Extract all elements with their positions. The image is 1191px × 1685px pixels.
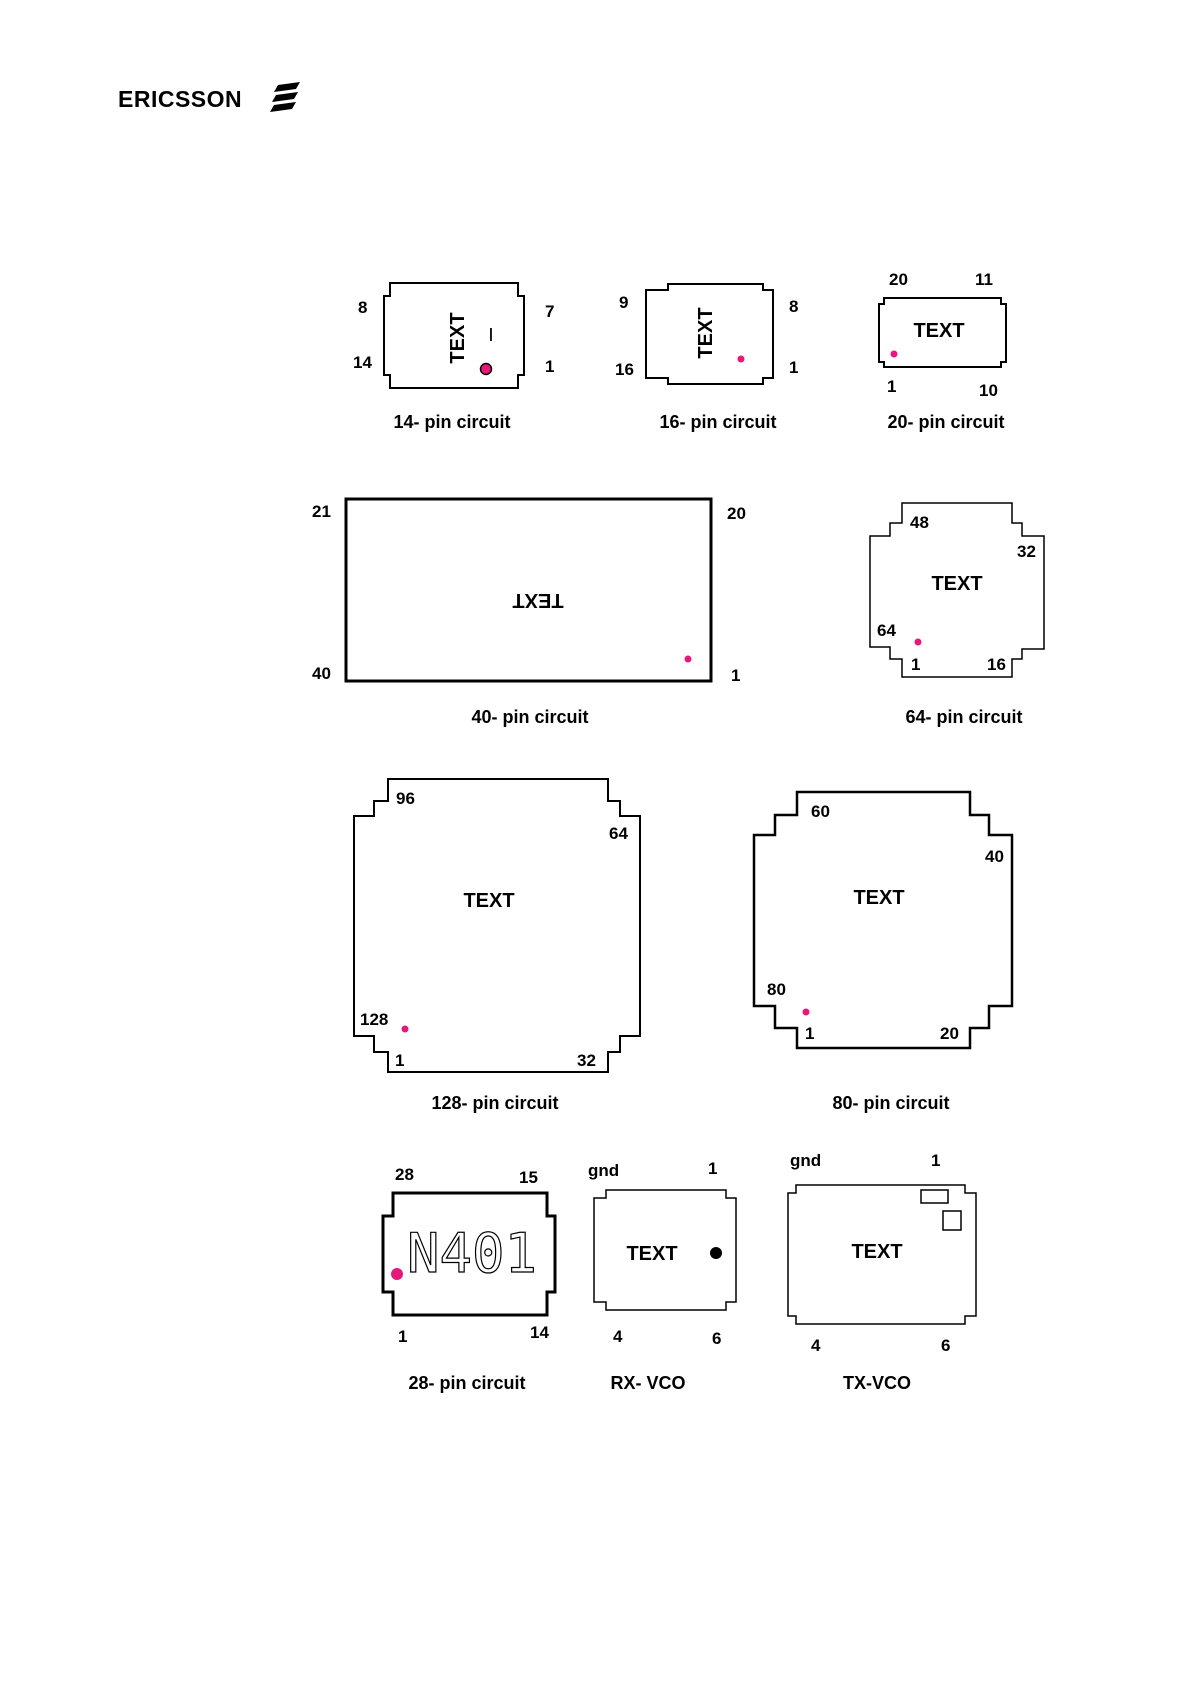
package-outline [383,282,525,389]
pin-label: 64 [609,824,628,843]
brand-name: ERICSSON [118,86,243,112]
body-text: TEXT [695,307,717,358]
pin-label: 32 [1017,542,1036,561]
pin1-marker [890,350,898,358]
package-outline [381,1191,557,1317]
ericsson-stripes-icon [270,82,300,112]
circuit-64-pin: TEXT 48 32 64 1 16 64- pin circuit [869,502,1045,727]
pin-label: 9 [619,293,628,312]
pin-label: 28 [395,1165,414,1184]
pin-label: 64 [877,621,896,640]
circuit-caption: 28- pin circuit [408,1373,525,1393]
pin-label: 8 [789,297,798,316]
circuit-20-pin: TEXT 20 11 1 10 20- pin circuit [878,270,1007,432]
pin-label: 1 [805,1024,814,1043]
circuit-caption: RX- VCO [610,1373,685,1393]
pin-label: 20 [727,504,746,523]
circuit-40-pin: TEXT 21 20 40 1 40- pin circuit [312,497,746,727]
pin-label: 20 [889,270,908,289]
pin1-marker [737,355,745,363]
pin-label: 6 [941,1336,950,1355]
pin-label: 7 [545,302,554,321]
pin1-marker [401,1025,409,1033]
pin-label: 15 [519,1168,538,1187]
circuit-caption: 16- pin circuit [659,412,776,432]
body-text: N401 [407,1222,537,1285]
circuit-28-pin: N401 28 15 1 14 28- pin circuit [381,1165,557,1393]
body-text: TEXT [626,1243,677,1265]
pin-label: gnd [588,1161,619,1180]
body-text: TEXT [913,320,964,342]
pin1-marker [391,1268,403,1280]
pin-label: 1 [911,655,920,674]
package-outline [878,297,1007,368]
circuit-caption: TX-VCO [843,1373,911,1393]
body-text: TEXT [512,589,563,611]
pin-label: 1 [887,377,896,396]
circuit-16-pin: TEXT 9 8 16 1 16- pin circuit [615,283,798,432]
circuit-caption: 80- pin circuit [832,1093,949,1113]
orientation-mark: | [489,325,493,341]
pin-label: 80 [767,980,786,999]
pin-label: 4 [811,1336,821,1355]
pin-label: 1 [931,1151,940,1170]
pin-label: 16 [615,360,634,379]
package-outline [787,1184,977,1325]
body-text: TEXT [447,312,469,363]
component-pad [942,1210,962,1231]
pin-label: 16 [987,655,1006,674]
pin1-marker [684,655,692,663]
pin-label: 128 [360,1010,388,1029]
pin-label: 40 [312,664,331,683]
circuit-caption: 14- pin circuit [393,412,510,432]
package-outline [645,283,774,385]
pin-label: 21 [312,502,331,521]
pin-label: 1 [545,357,554,376]
tx-vco: TEXT gnd 1 4 6 TX-VCO [787,1151,977,1393]
package-outline [752,790,1014,1050]
pin1-marker [802,1008,810,1016]
pin-label: 10 [979,381,998,400]
package-outline [593,1189,737,1311]
pin-label: 14 [530,1323,549,1342]
component-pad [920,1189,949,1204]
pin-label: 60 [811,802,830,821]
body-text: TEXT [853,887,904,909]
pin-label: 1 [708,1159,717,1178]
pin-label: 40 [985,847,1004,866]
rx-vco: TEXT gnd 1 4 6 RX- VCO [588,1159,737,1393]
package-outline [353,778,641,1073]
circuit-caption: 128- pin circuit [431,1093,558,1113]
pin-label: gnd [790,1151,821,1170]
circuit-14-pin: TEXT | 8 7 14 1 14- pin circuit [353,282,554,432]
pin-label: 20 [940,1024,959,1043]
pin-label: 4 [613,1327,623,1346]
pin-label: 1 [395,1051,404,1070]
pin-label: 32 [577,1051,596,1070]
pin-label: 48 [910,513,929,532]
pin-label: 11 [975,270,993,289]
pin-label: 1 [731,666,740,685]
circuit-caption: 40- pin circuit [471,707,588,727]
circuit-caption: 20- pin circuit [887,412,1004,432]
circuit-caption: 64- pin circuit [905,707,1022,727]
pin-label: 14 [353,353,372,372]
pin-label: 8 [358,298,367,317]
pin-label: 1 [398,1327,407,1346]
circuit-128-pin: TEXT 96 64 128 1 32 128- pin circuit [353,778,641,1113]
circuit-80-pin: TEXT 60 40 80 1 20 80- pin circuit [752,790,1014,1113]
body-text: TEXT [851,1241,902,1263]
pin-label: 6 [712,1329,721,1348]
pin-label: 1 [789,358,798,377]
pin1-marker [479,362,493,376]
package-outline [869,502,1045,678]
pin-label: 96 [396,789,415,808]
body-text: TEXT [931,573,982,595]
pin1-marker [914,638,922,646]
package-outline [344,497,713,683]
pin1-marker [710,1247,722,1259]
body-text: TEXT [463,890,514,912]
